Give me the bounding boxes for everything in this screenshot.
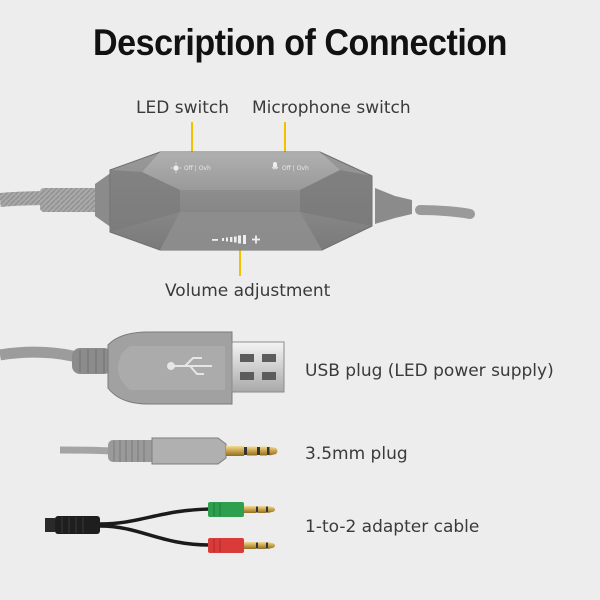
sun-icon — [171, 163, 181, 173]
volume-scale — [212, 235, 260, 244]
inline-controller: Off | Ovh Off | Ovh — [0, 151, 475, 251]
microphone-switch-label: Microphone switch — [252, 98, 411, 118]
led-switch-marking: Off | Ovh — [184, 165, 211, 172]
usb-plug-label: USB plug (LED power supply) — [305, 361, 554, 381]
adapter-cable — [45, 502, 275, 553]
mic-switch-marking: Off | Ovh — [282, 165, 309, 172]
usb-plug — [0, 331, 285, 405]
plug-35mm — [59, 437, 278, 465]
page-title: Description of Connection — [93, 22, 507, 63]
led-switch-label: LED switch — [136, 98, 229, 118]
plug-35mm-label: 3.5mm plug — [305, 444, 408, 464]
volume-adjustment-label: Volume adjustment — [165, 281, 331, 301]
microphone-icon — [271, 162, 279, 170]
usb-trident-icon — [167, 357, 212, 375]
adapter-cable-label: 1-to-2 adapter cable — [305, 517, 480, 537]
